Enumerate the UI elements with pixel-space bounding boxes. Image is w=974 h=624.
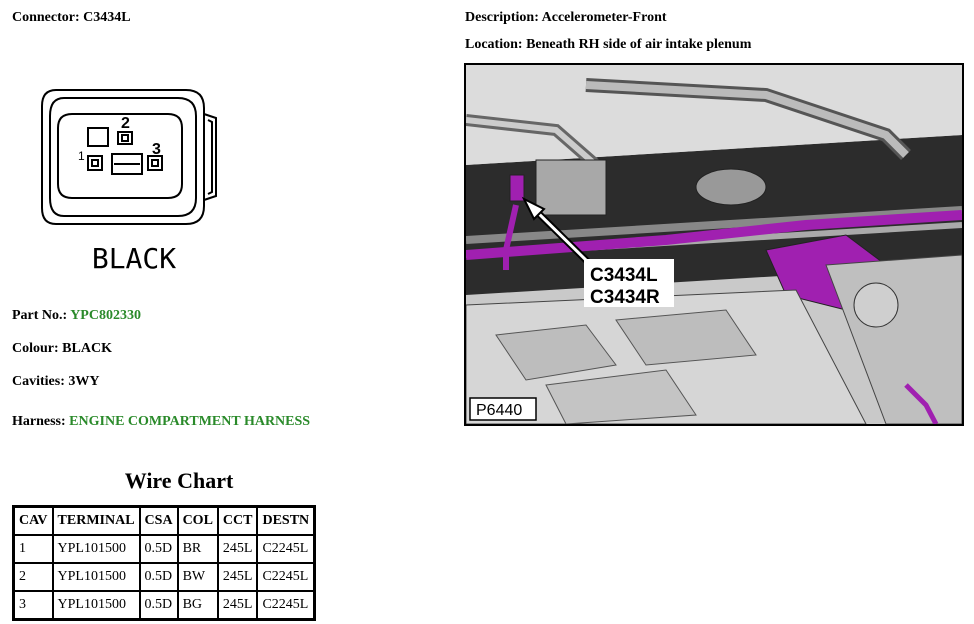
description-line: Description: Accelerometer-Front [465,10,667,26]
pin-2-label: 2 [121,115,130,132]
cell-csa: 0.5D [138,590,179,621]
cell-cct: 245L [216,534,259,564]
location-photo: C3434L C3434R P6440 [464,63,964,426]
cell-cav: 1 [12,534,54,564]
cell-destn: C2245L [256,590,316,621]
cell-terminal: YPL101500 [51,562,141,592]
photo-reference: P6440 [476,402,522,419]
header-csa: CSA [138,505,179,536]
wire-chart-title: Wire Chart [124,468,234,493]
cell-cav: 3 [12,590,54,621]
pin-1-label: 1 [78,149,85,163]
description-label: Description: [465,10,539,25]
cell-cct: 245L [216,590,259,621]
callout-left-connector: C3434L [590,265,658,286]
table-row: 2 YPL101500 0.5D BW 245L C2245L [12,562,316,592]
cavities-value: 3WY [68,374,100,389]
harness-label: Harness: [12,414,66,429]
header-destn: DESTN [256,505,316,536]
location-value: Beneath RH side of air intake plenum [526,37,752,52]
cell-col: BW [176,562,219,592]
cell-terminal: YPL101500 [51,534,141,564]
connector-face-drawing: 1 2 3 BLACK [36,84,226,276]
pin-3-label: 3 [152,141,161,158]
wire-chart-header-row: CAV TERMINAL CSA COL CCT DESTN [12,505,316,536]
callout-right-connector: C3434R [590,287,660,308]
wire-chart-table: CAV TERMINAL CSA COL CCT DESTN 1 YPL1015… [12,505,317,621]
header-terminal: TERMINAL [51,505,141,536]
cavities-line: Cavities: 3WY [12,374,100,390]
harness-line: Harness: ENGINE COMPARTMENT HARNESS [12,414,310,430]
cell-terminal: YPL101500 [51,590,141,621]
colour-line: Colour: BLACK [12,341,112,357]
harness-value[interactable]: ENGINE COMPARTMENT HARNESS [69,414,311,429]
cell-csa: 0.5D [138,534,179,564]
header-col: COL [176,505,219,536]
header-cav: CAV [12,505,54,536]
part-number-label: Part No.: [12,308,68,323]
cell-cav: 2 [12,562,54,592]
drawing-color-label: BLACK [92,242,176,275]
cell-col: BG [176,590,219,621]
cell-col: BR [176,534,219,564]
cell-csa: 0.5D [138,562,179,592]
colour-value: BLACK [62,341,112,356]
connector-label: Connector: [12,10,80,25]
part-number-value[interactable]: YPC802330 [70,308,141,323]
colour-label: Colour: [12,341,59,356]
cell-destn: C2245L [256,534,316,564]
connector-value: C3434L [83,10,131,25]
header-cct: CCT [216,505,259,536]
cell-cct: 245L [216,562,259,592]
cell-destn: C2245L [256,562,316,592]
location-label: Location: [465,37,523,52]
cavities-label: Cavities: [12,374,65,389]
part-number-line: Part No.: YPC802330 [12,308,141,324]
description-value: Accelerometer-Front [541,10,667,25]
connector-line: Connector: C3434L [12,10,131,26]
location-line: Location: Beneath RH side of air intake … [465,37,751,53]
table-row: 3 YPL101500 0.5D BG 245L C2245L [12,590,316,621]
table-row: 1 YPL101500 0.5D BR 245L C2245L [12,534,316,564]
